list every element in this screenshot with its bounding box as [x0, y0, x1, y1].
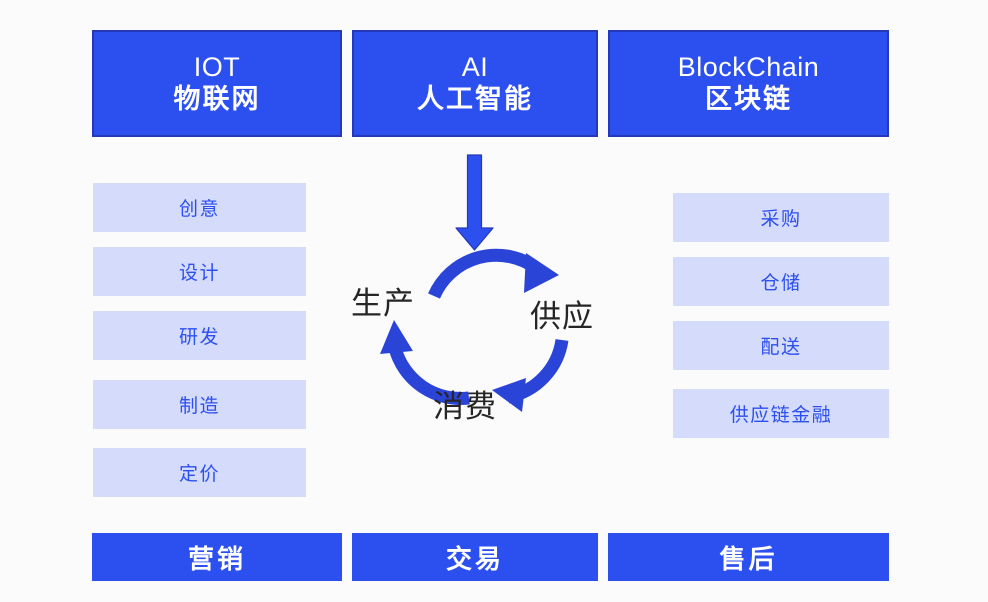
cycle-arrows-svg [380, 154, 569, 412]
arc-arrow-supply-to-consumption [492, 338, 569, 412]
down-arrow-icon [455, 154, 494, 251]
header-box-iot[interactable]: IOT 物联网 [92, 30, 342, 137]
right-stage-chip-gongyinglianjinrong[interactable]: 供应链金融 [673, 389, 889, 438]
cycle-node-label-shengchan: 生产 [351, 286, 415, 321]
left-stage-chip-yanfa[interactable]: 研发 [93, 311, 306, 360]
header-box-blockchain[interactable]: BlockChain 区块链 [608, 30, 889, 137]
header-box-ai-cn: 人工智能 [417, 83, 533, 114]
header-box-blockchain-en: BlockChain [677, 51, 820, 82]
right-stage-chip-cangchu[interactable]: 仓储 [673, 257, 889, 306]
supply-cycle-diagram: 生产 供应 消费 [340, 140, 640, 440]
left-stage-chip-zhizao[interactable]: 制造 [93, 380, 306, 429]
header-box-iot-cn: 物联网 [173, 83, 261, 114]
header-box-ai[interactable]: AI 人工智能 [352, 30, 598, 137]
footer-box-jiaoyi[interactable]: 交易 [352, 533, 598, 581]
header-box-ai-en: AI [461, 51, 489, 82]
cycle-node-label-xiaofei: 消费 [433, 389, 497, 424]
arc-arrow-consumption-to-production [380, 320, 470, 405]
arc-arrow-production-to-supply [428, 248, 559, 299]
right-stage-chip-caigou[interactable]: 采购 [673, 193, 889, 242]
left-stage-chip-chuangyi[interactable]: 创意 [93, 183, 306, 232]
left-stage-chip-sheji[interactable]: 设计 [93, 247, 306, 296]
footer-box-shouhou[interactable]: 售后 [608, 533, 889, 581]
right-stage-chip-peisong[interactable]: 配送 [673, 321, 889, 370]
left-stage-chip-dingjia[interactable]: 定价 [93, 448, 306, 497]
cycle-node-label-gongying: 供应 [530, 299, 594, 334]
header-box-iot-en: IOT [193, 51, 241, 82]
footer-box-yingxiao[interactable]: 营销 [92, 533, 342, 581]
header-box-blockchain-cn: 区块链 [705, 83, 792, 114]
